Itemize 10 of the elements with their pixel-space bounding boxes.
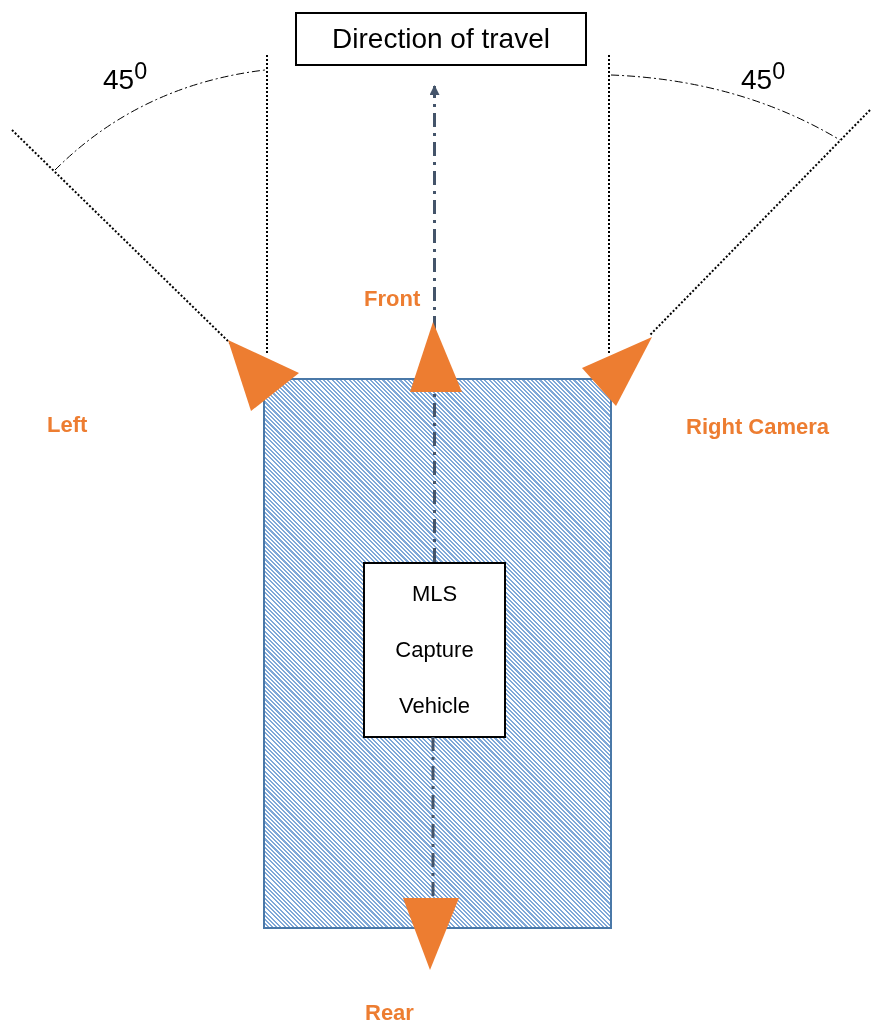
- direction-label: Right Camera: [686, 414, 830, 440]
- direction-label: Rear: [365, 1000, 414, 1025]
- text-box: MLS Capture Vehicle: [363, 562, 506, 738]
- label-box: Direction of travel: [295, 12, 587, 66]
- direction-label: Front: [364, 286, 421, 312]
- direction-label: Left: [47, 412, 88, 438]
- angle-label: 45$^{0}$: [103, 58, 148, 97]
- arrow: [429, 85, 440, 562]
- angle-label: 45$^{0}$: [741, 58, 786, 97]
- vehicle-outline: [263, 378, 612, 929]
